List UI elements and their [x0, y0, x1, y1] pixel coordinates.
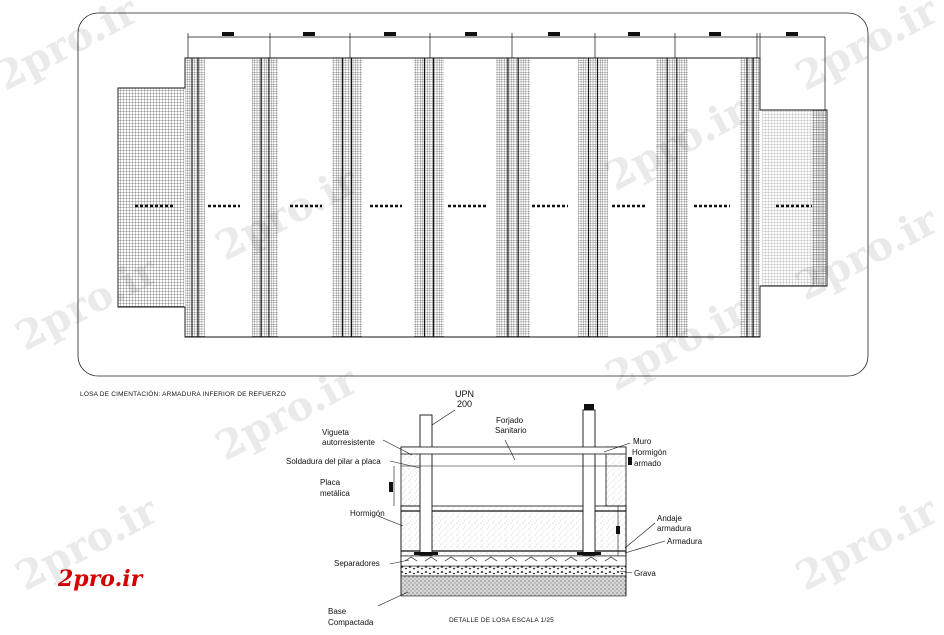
label-soldadura: Soldadura del pilar a placa [286, 457, 381, 466]
wall-left [400, 446, 422, 507]
label-base: Base [328, 607, 347, 616]
rebar-band [740, 58, 760, 337]
label-andaje: Andaje [657, 514, 682, 523]
wall-right [605, 446, 627, 507]
rebar-band [656, 58, 688, 337]
slab-detail-section [377, 404, 666, 607]
rebar-band [332, 58, 362, 337]
label-upn-size: 200 [457, 399, 473, 409]
dimension-line-top [187, 33, 826, 110]
plan-caption: LOSA DE CIMENTACIÓN: ARMADURA INFERIOR D… [80, 391, 286, 398]
rebar-mesh-right-dense [812, 110, 826, 286]
label-muro-hormigon: Hormigón [632, 448, 667, 457]
label-separadores: Separadores [334, 559, 380, 568]
rebar-mesh-left [118, 88, 184, 307]
label-upn: UPN [455, 389, 475, 399]
sanitary-slab [400, 446, 627, 455]
rebar-bands [185, 58, 760, 337]
compacted-base-layer [400, 575, 627, 597]
label-armado: armado [634, 459, 662, 468]
gravel-layer [400, 565, 627, 577]
rebar-band [578, 58, 608, 337]
foundation-slab-plan [117, 57, 828, 338]
rebar-band [496, 58, 530, 337]
label-autorresistente: autorresistente [322, 438, 375, 447]
detail-caption: DETALLE DE LOSA ESCALA 1/25 [449, 617, 554, 624]
base-plate-left [414, 552, 438, 555]
site-logo: 2pro.ir [58, 566, 143, 592]
label-grava: Grava [634, 569, 656, 578]
rebar-band [252, 58, 278, 337]
upn-column-left [419, 414, 433, 556]
rebar-band [414, 58, 444, 337]
label-compactada: Compactada [328, 618, 374, 627]
label-armadura: Armadura [667, 537, 703, 546]
label-andaje-armadura: armadura [657, 524, 692, 533]
label-vigueta: Vigueta [322, 428, 349, 437]
rebar-band [185, 58, 205, 337]
label-metalica: metálica [320, 489, 350, 498]
plan-frame [77, 12, 869, 377]
leader-lines [377, 409, 666, 607]
label-forjado: Forjado [496, 416, 524, 425]
upn-column-right [582, 409, 596, 556]
separators [404, 556, 618, 562]
label-muro: Muro [633, 437, 652, 446]
label-sanitario: Sanitario [495, 426, 527, 435]
label-placa: Placa [320, 478, 341, 487]
label-hormigon: Hormigón [350, 509, 385, 518]
column-cap [584, 404, 594, 410]
dimension-marks [222, 32, 798, 36]
base-plate-right [577, 552, 601, 555]
